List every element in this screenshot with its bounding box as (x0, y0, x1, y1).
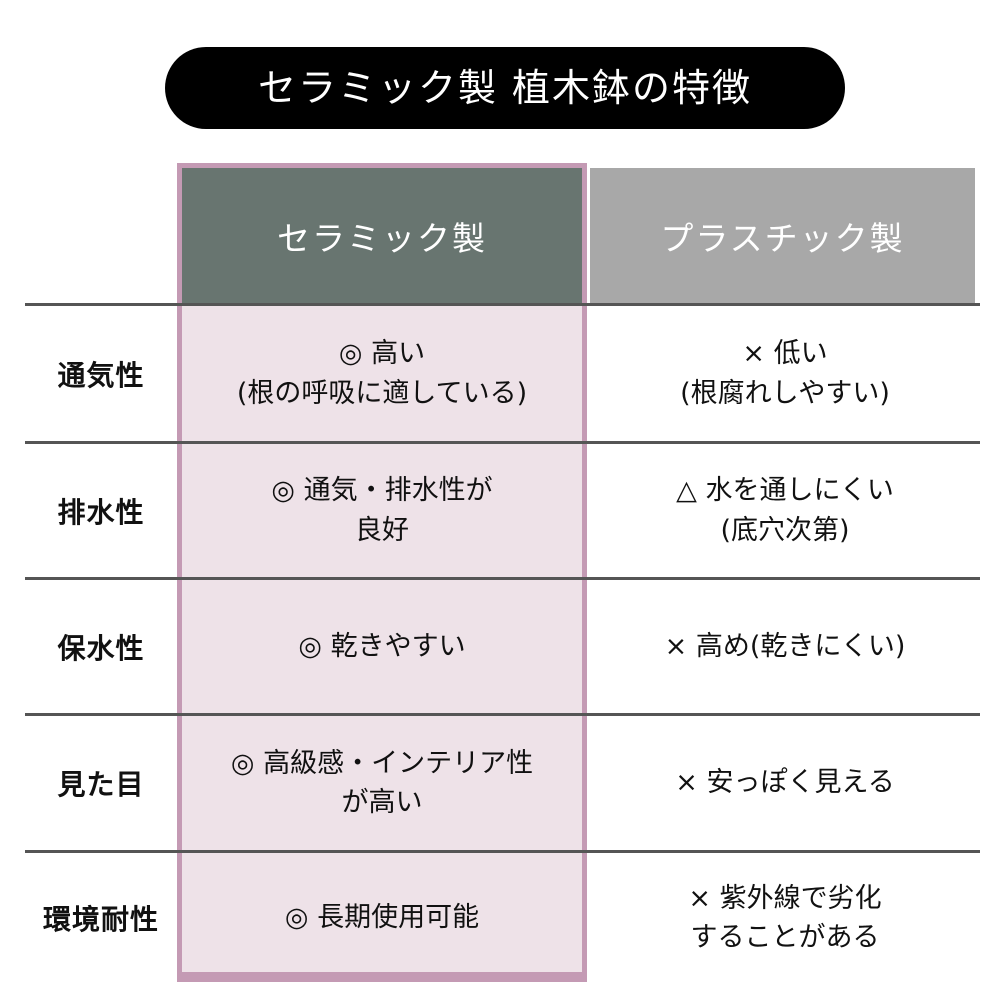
row-label-4: 環境耐性 (42, 903, 159, 936)
cell-line: ◎ 長期使用可能 (284, 902, 480, 934)
cell-ceramic-2: ◎ 乾きやすい (182, 580, 582, 713)
title-banner: セラミック製 植木鉢の特徴 (165, 47, 845, 129)
cell-line: △ 水を通しにくい (676, 475, 894, 507)
cell-line: ◎ 乾きやすい (298, 630, 466, 662)
cell-line: × 低い (742, 338, 828, 370)
column-header-plastic: プラスチック製 (590, 168, 975, 303)
cell-plastic-1: △ 水を通しにくい (底穴次第) (590, 444, 980, 577)
row-divider (25, 713, 980, 716)
row-divider (25, 441, 980, 444)
cell-ceramic-1: ◎ 通気・排水性が 良好 (182, 444, 582, 577)
row-divider (25, 303, 980, 306)
cell-plastic-0: × 低い (根腐れしやすい) (590, 306, 980, 441)
row-label-1: 排水性 (57, 495, 145, 529)
column-header-plastic-label: プラスチック製 (660, 218, 905, 258)
page-title: セラミック製 植木鉢の特徴 (257, 66, 753, 110)
column-header-ceramic-label: セラミック製 (277, 218, 487, 258)
row-label-2: 保水性 (57, 631, 145, 665)
cell-plastic-2: × 高め(乾きにくい) (590, 580, 980, 713)
cell-line: ◎ 通気・排水性が (271, 475, 493, 507)
cell-plastic-4: × 紫外線で劣化 することがある (590, 853, 980, 983)
cell-line: (底穴次第) (720, 514, 850, 546)
row-label-0: 通気性 (57, 358, 145, 392)
cell-line: (根腐れしやすい) (680, 377, 890, 409)
cell-ceramic-0: ◎ 高い (根の呼吸に適している) (182, 306, 582, 441)
row-divider (25, 577, 980, 580)
row-divider (25, 850, 980, 853)
cell-ceramic-4: ◎ 長期使用可能 (182, 853, 582, 983)
cell-line: ◎ 高い (338, 338, 426, 370)
cell-line: × 安っぽく見える (675, 767, 895, 799)
cell-ceramic-3: ◎ 高級感・インテリア性 が高い (182, 716, 582, 850)
cell-line: (根の呼吸に適している) (236, 377, 528, 409)
cell-line: × 紫外線で劣化 (688, 882, 882, 914)
cell-line: ◎ 高級感・インテリア性 (230, 747, 534, 779)
cell-plastic-3: × 安っぽく見える (590, 716, 980, 850)
column-header-ceramic: セラミック製 (182, 168, 582, 303)
cell-line: することがある (690, 922, 880, 953)
row-label-3: 見た目 (57, 768, 145, 801)
cell-line: × 高め(乾きにくい) (664, 630, 906, 662)
cell-line: 良好 (355, 514, 409, 546)
ceramic-column-background (182, 303, 582, 977)
cell-line: が高い (341, 787, 423, 818)
